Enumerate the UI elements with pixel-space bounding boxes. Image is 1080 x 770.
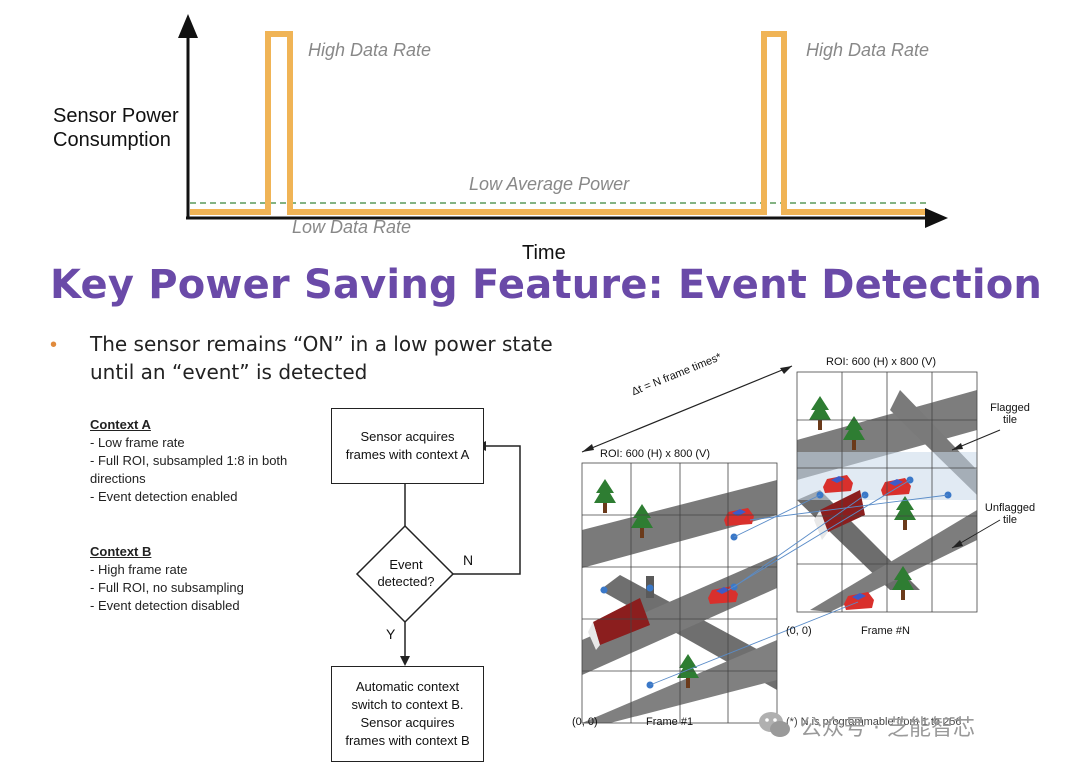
low-rate-label: Low Data Rate: [292, 217, 412, 237]
roi-back-label: ROI: 600 (H) x 800 (V): [826, 356, 937, 368]
flow-box-acquire-a-line1: Sensor acquires: [360, 429, 455, 444]
flow-box-switch-b: Automatic context switch to context B. S…: [331, 666, 484, 762]
bullet-text: The sensor remains “ON” in a low power s…: [90, 330, 560, 386]
origin-back-label: (0, 0): [786, 625, 812, 637]
bullet-icon: •: [50, 334, 58, 356]
flow-box-acquire-a: Sensor acquires frames with context A: [331, 408, 484, 484]
flow-box-switch-b-line3: Sensor acquires: [360, 715, 455, 730]
frame-n-label: Frame #N: [861, 625, 910, 637]
context-b-line: - High frame rate: [90, 562, 188, 577]
flow-box-acquire-a-line2: frames with context A: [345, 447, 470, 462]
y-axis-label-line1: Sensor Power: [53, 105, 179, 127]
decision-label-line2: detected?: [377, 574, 435, 589]
no-label: N: [463, 552, 474, 568]
context-a-line: - Full ROI, subsampled 1:8 in both: [90, 453, 288, 468]
yes-label: Y: [386, 626, 396, 642]
context-a-heading: Context A: [90, 417, 151, 432]
context-a: Context A - Low frame rate - Full ROI, s…: [90, 416, 320, 506]
decision-label-line1: Event: [389, 557, 423, 572]
flow-box-switch-b-line2: switch to context B.: [351, 697, 464, 712]
flow-box-switch-b-line4: frames with context B: [345, 733, 470, 748]
power-plot: [178, 14, 948, 228]
bullet-line-2: until an “event” is detected: [90, 360, 368, 384]
high-rate-label-2: High Data Rate: [806, 40, 930, 60]
unflagged-tile-label-line1: Unflagged: [984, 502, 1036, 514]
frame-1-scene: [582, 463, 777, 723]
context-a-line: - Event detection enabled: [90, 489, 238, 504]
context-a-line: directions: [90, 471, 146, 486]
frame-1-label: Frame #1: [646, 716, 694, 728]
context-b-line: - Event detection disabled: [90, 598, 240, 613]
page-title: Key Power Saving Feature: Event Detectio…: [50, 262, 1043, 308]
roi-front-label: ROI: 600 (H) x 800 (V): [600, 448, 711, 460]
unflagged-tile-label: Unflagged tile: [984, 502, 1036, 526]
footnote: (*) N is programmable from 1 to 256: [786, 716, 962, 728]
wechat-icon: [758, 710, 792, 745]
context-b-line: - Full ROI, no subsampling: [90, 580, 244, 595]
flagged-tile-label-line1: Flagged: [990, 402, 1030, 414]
high-rate-label-1: High Data Rate: [308, 40, 432, 60]
avg-power-label: Low Average Power: [469, 174, 630, 194]
x-axis-label: Time: [522, 242, 566, 264]
y-axis-label-line2: Consumption: [53, 129, 171, 151]
flagged-tile-label: Flagged tile: [988, 402, 1032, 426]
power-trace: [190, 31, 925, 215]
context-b-heading: Context B: [90, 544, 152, 559]
bullet-line-1: The sensor remains “ON” in a low power s…: [90, 332, 553, 356]
decision-label: Event detected?: [360, 556, 452, 590]
flow-box-switch-b-line1: Automatic context: [355, 679, 460, 694]
flagged-tile-label-line2: tile: [1002, 414, 1018, 426]
unflagged-tile-label-line2: tile: [1002, 514, 1018, 526]
context-a-line: - Low frame rate: [90, 435, 185, 450]
watermark-text: 公众号 · 芝能智芯: [800, 716, 975, 741]
context-b: Context B - High frame rate - Full ROI, …: [90, 543, 320, 615]
origin-front-label: (0, 0): [572, 716, 598, 728]
frames-illustration: [581, 365, 1001, 724]
